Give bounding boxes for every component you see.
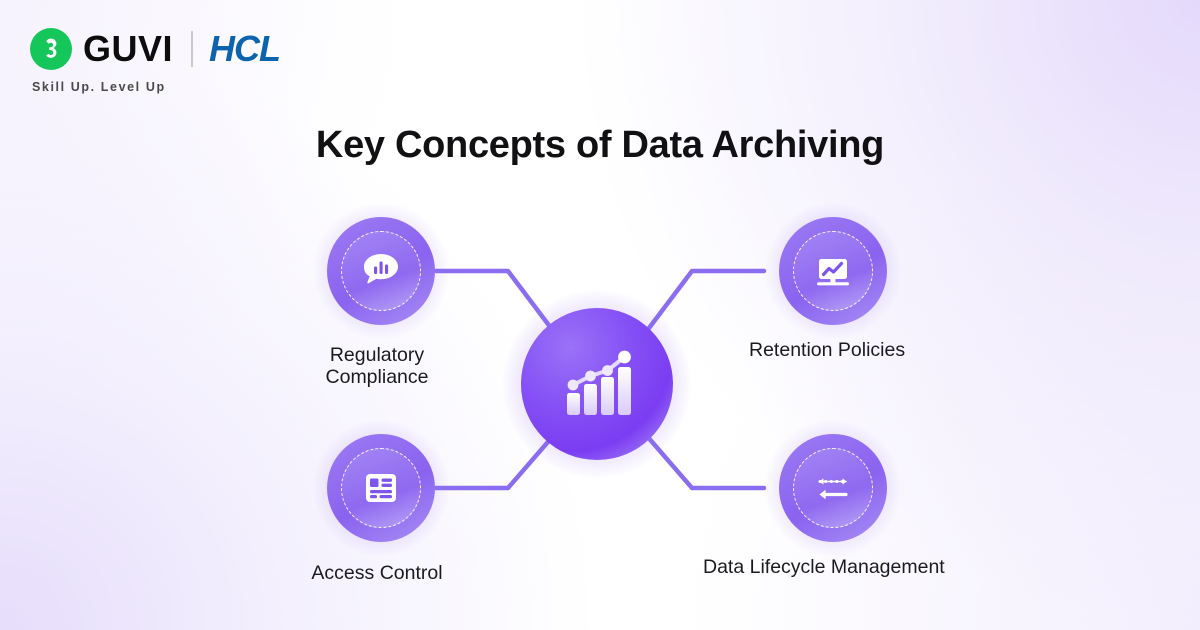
connector-bottom-left [433,425,563,491]
node-inner-disc [793,231,873,311]
node-retention-policies[interactable] [765,203,901,339]
node-label-regulatory-compliance: Regulatory Compliance [325,344,429,389]
monitor-trendline-icon [810,248,856,294]
connector-bottom-right [637,425,767,491]
node-inner-disc [793,448,873,528]
node-inner-disc [341,448,421,528]
brand-tagline: Skill Up. Level Up [32,80,166,94]
center-sphere [521,308,673,460]
hcl-wordmark: HCL [209,28,281,69]
node-label-retention-policies: Retention Policies [749,339,906,361]
chat-bubble-chart-icon [358,248,404,294]
node-center-data-archiving[interactable] [503,290,691,478]
layout-table-icon [358,465,404,511]
connector-top-right [637,268,767,343]
brand-divider [191,31,194,67]
node-data-lifecycle-management[interactable] [765,420,901,556]
brand-row: GUVI HCL [30,26,281,72]
page-title: Key Concepts of Data Archiving [315,124,885,166]
guvi-wordmark: GUVI [83,28,174,69]
node-inner-disc [341,231,421,311]
brand-lockup: GUVI HCL Skill Up. Level Up [30,26,281,94]
node-regulatory-compliance[interactable] [313,203,449,339]
node-access-control[interactable] [313,420,449,556]
connector-top-left [433,268,563,343]
node-label-access-control: Access Control [311,562,443,584]
bar-chart-growth-icon [559,348,635,420]
guvi-logo-icon [30,28,72,70]
two-way-arrows-icon [810,465,856,511]
node-label-data-lifecycle-management: Data Lifecycle Management [703,556,945,578]
